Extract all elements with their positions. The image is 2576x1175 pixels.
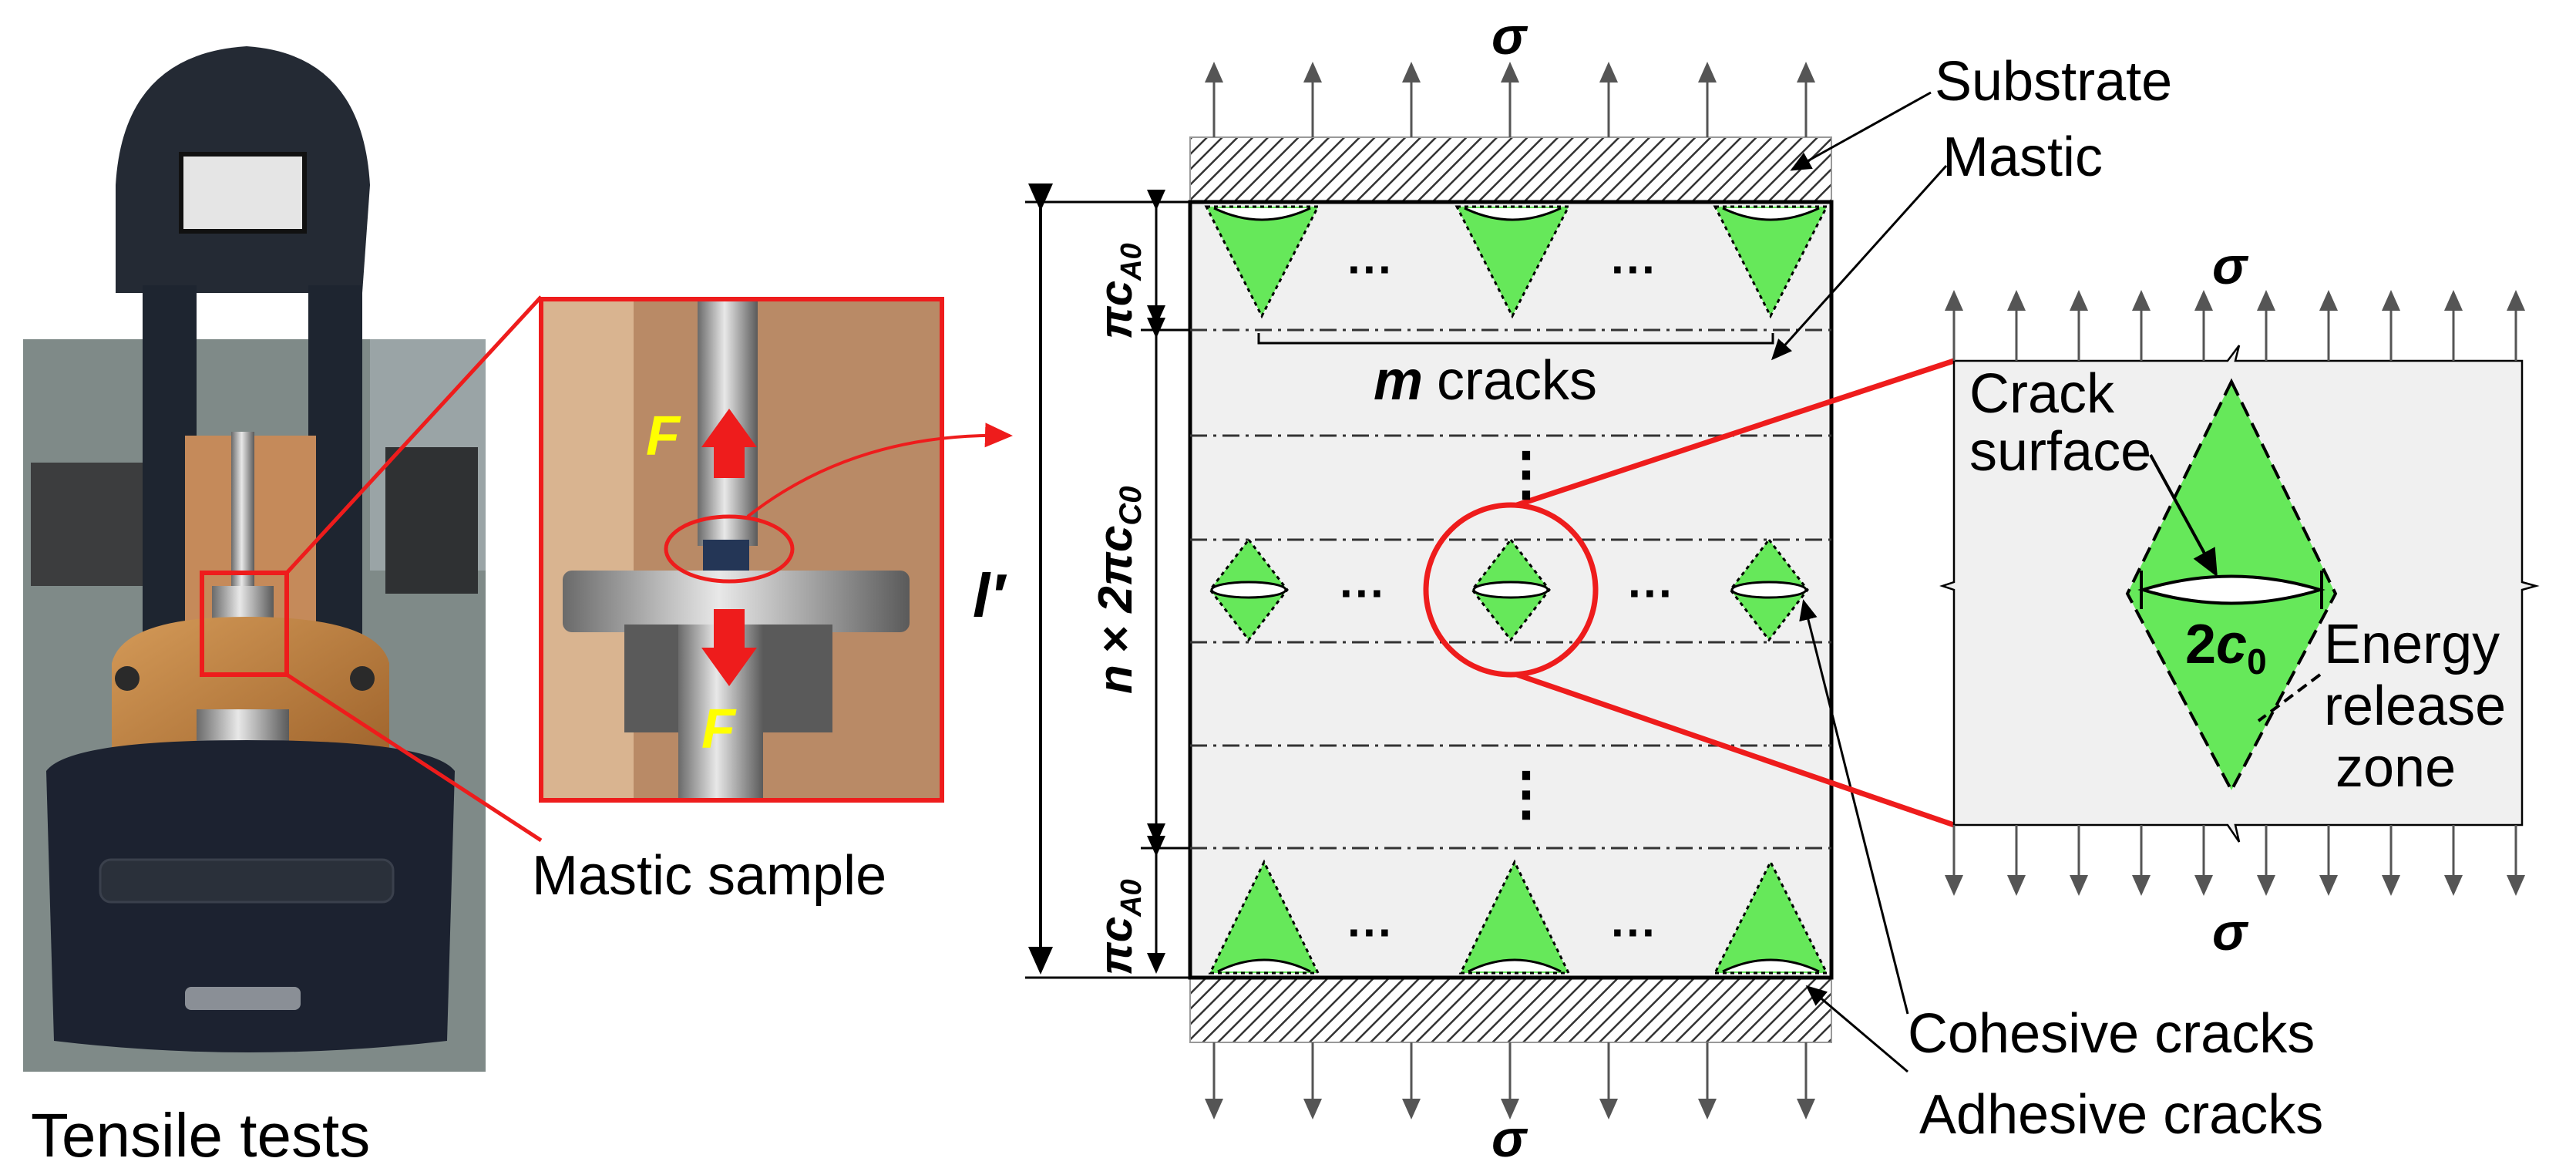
detail-connector-top — [1515, 358, 1956, 508]
force-label-bottom: F — [701, 699, 737, 760]
crack-label-line1: Crack — [1969, 363, 2115, 425]
sample-to-diagram-arrow — [746, 423, 1013, 518]
stress-label-top: σ — [1491, 7, 1528, 66]
substrate-label: Substrate — [1935, 51, 2172, 113]
zoom-circle — [1423, 502, 1599, 678]
detail-stress-top: σ — [2212, 237, 2249, 295]
cohesive-leader — [1799, 599, 1909, 1015]
crack-length-label: 2c0 — [2185, 614, 2267, 682]
energy-label-line3: zone — [2336, 737, 2456, 799]
dots-top-2: ··· — [1611, 244, 1657, 295]
dots-mid-1: ··· — [1340, 567, 1386, 619]
zoom-region-marker — [200, 571, 289, 677]
vdots-upper: ⋮ — [1497, 441, 1555, 507]
energy-label-line2: release — [2324, 675, 2506, 737]
bottom-adhesive-cracks — [1208, 859, 1829, 975]
length-label: l′ — [973, 561, 1007, 630]
dots-top-1: ··· — [1347, 244, 1394, 295]
sample-highlight-ellipse — [664, 514, 795, 584]
detail-connector-bottom — [1515, 672, 1956, 828]
photo-caption: Tensile tests — [31, 1101, 370, 1170]
mastic-leader — [1771, 164, 1948, 361]
pi-cA0-top-label: πcA0 — [1090, 243, 1148, 339]
inset-caption: Mastic sample — [532, 845, 886, 907]
energy-label-line1: Energy — [2324, 614, 2500, 675]
dots-mid-2: ··· — [1628, 567, 1674, 619]
m-cracks-bracket — [1257, 333, 1774, 345]
top-substrate — [1189, 136, 1832, 203]
cohesive-cracks-label: Cohesive cracks — [1908, 1003, 2315, 1065]
top-adhesive-cracks — [1204, 205, 1829, 319]
specimen-stress-arrows — [1205, 62, 1815, 1119]
adhesive-cracks-label: Adhesive cracks — [1919, 1084, 2323, 1146]
n-2pi-cC0-label: n× 2πcC0 — [1089, 486, 1148, 694]
adhesive-leader — [1805, 985, 1908, 1073]
force-arrow-down — [701, 609, 757, 686]
dots-bottom-1: ··· — [1347, 907, 1394, 958]
force-arrow-up — [701, 409, 757, 478]
force-label-top: F — [646, 406, 681, 467]
detail-stress-bottom: σ — [2212, 903, 2249, 961]
zoom-connector-bottom — [285, 672, 543, 843]
crack-surface-leader — [2149, 454, 2218, 577]
crack-detail-view — [1939, 345, 2540, 843]
bottom-substrate — [1189, 977, 1832, 1043]
energy-zone-leader — [2257, 673, 2322, 722]
inset-frame — [539, 297, 944, 803]
cohesive-cracks — [1209, 537, 1809, 642]
detail-stress-arrows — [1945, 290, 2525, 896]
stress-label-bottom: σ — [1491, 1109, 1528, 1168]
pi-cA0-bottom-label: πcA0 — [1090, 879, 1148, 975]
specimen-schematic — [1025, 91, 1956, 1073]
vdots-lower: ⋮ — [1497, 761, 1555, 827]
tensile-machine-photo — [23, 46, 486, 1072]
crack-label-line2: surface — [1969, 421, 2151, 483]
mastic-sample-photo — [541, 299, 942, 800]
mastic-label: Mastic — [1942, 126, 2103, 188]
substrate-leader — [1790, 91, 1932, 171]
dots-bottom-2: ··· — [1611, 907, 1657, 958]
zoom-connector-top — [285, 295, 543, 574]
